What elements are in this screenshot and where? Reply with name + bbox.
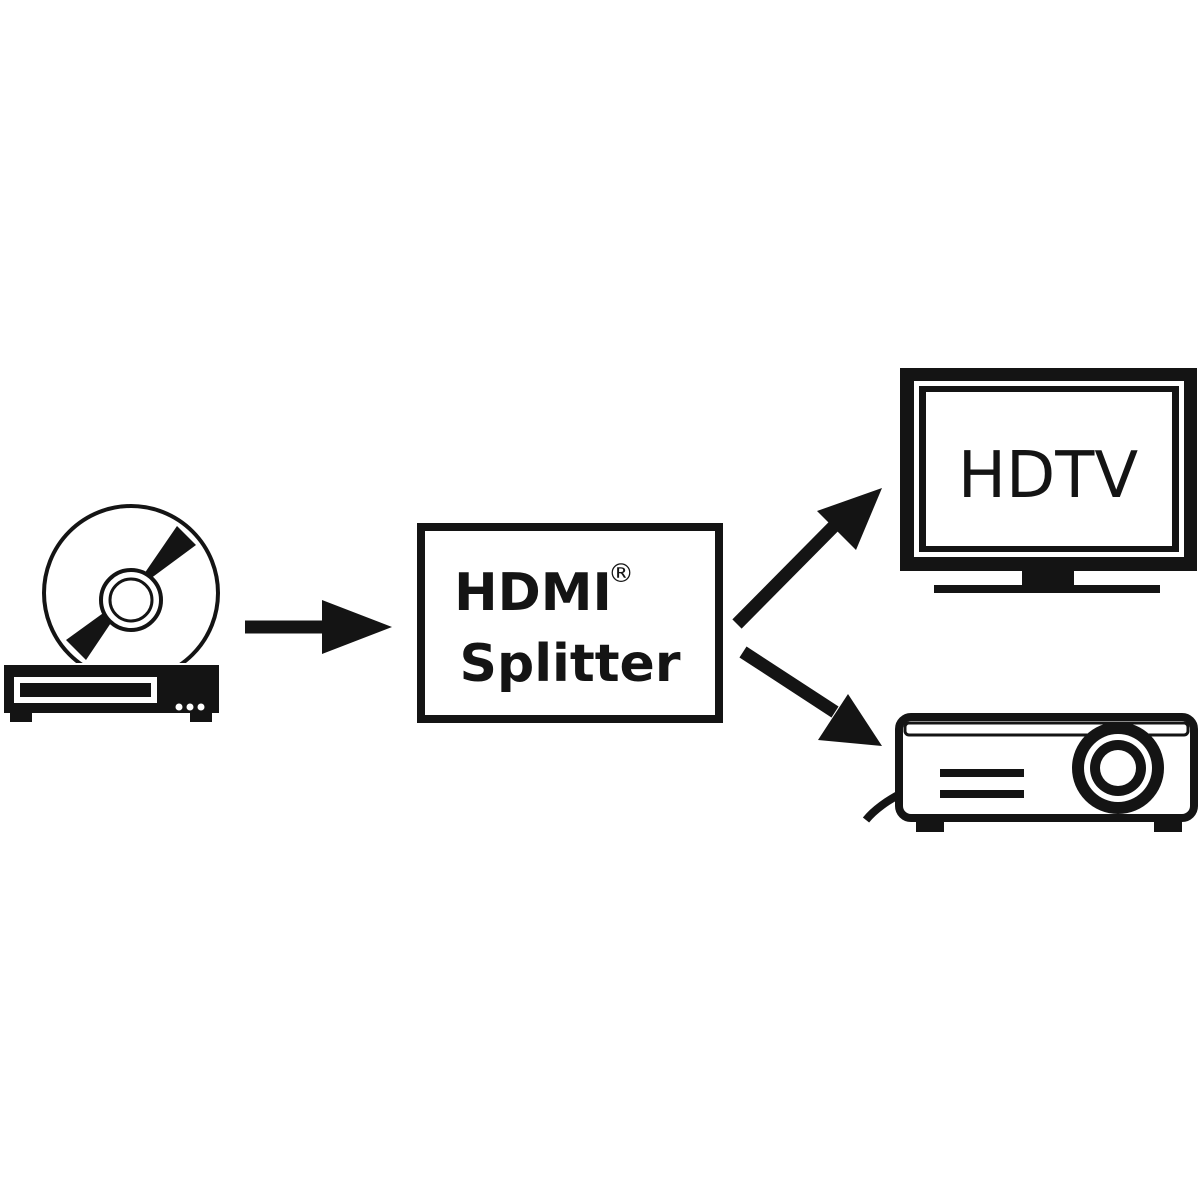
tv-screen-label: HDTV xyxy=(958,439,1139,513)
disc-icon xyxy=(42,504,220,682)
arrow-splitter-to-projector xyxy=(739,646,882,746)
splitter-box: HDMI ® Splitter xyxy=(417,523,723,723)
disc-player-icon xyxy=(4,504,220,722)
player-body xyxy=(4,665,219,722)
projector-icon xyxy=(862,713,1198,832)
arrow-source-to-splitter xyxy=(245,600,392,654)
arrow-splitter-to-tv xyxy=(732,488,882,629)
splitter-label-line2: Splitter xyxy=(460,634,681,694)
tv-icon: HDTV xyxy=(900,368,1197,593)
splitter-label-line1: HDMI xyxy=(454,563,612,623)
registered-mark: ® xyxy=(608,559,634,589)
